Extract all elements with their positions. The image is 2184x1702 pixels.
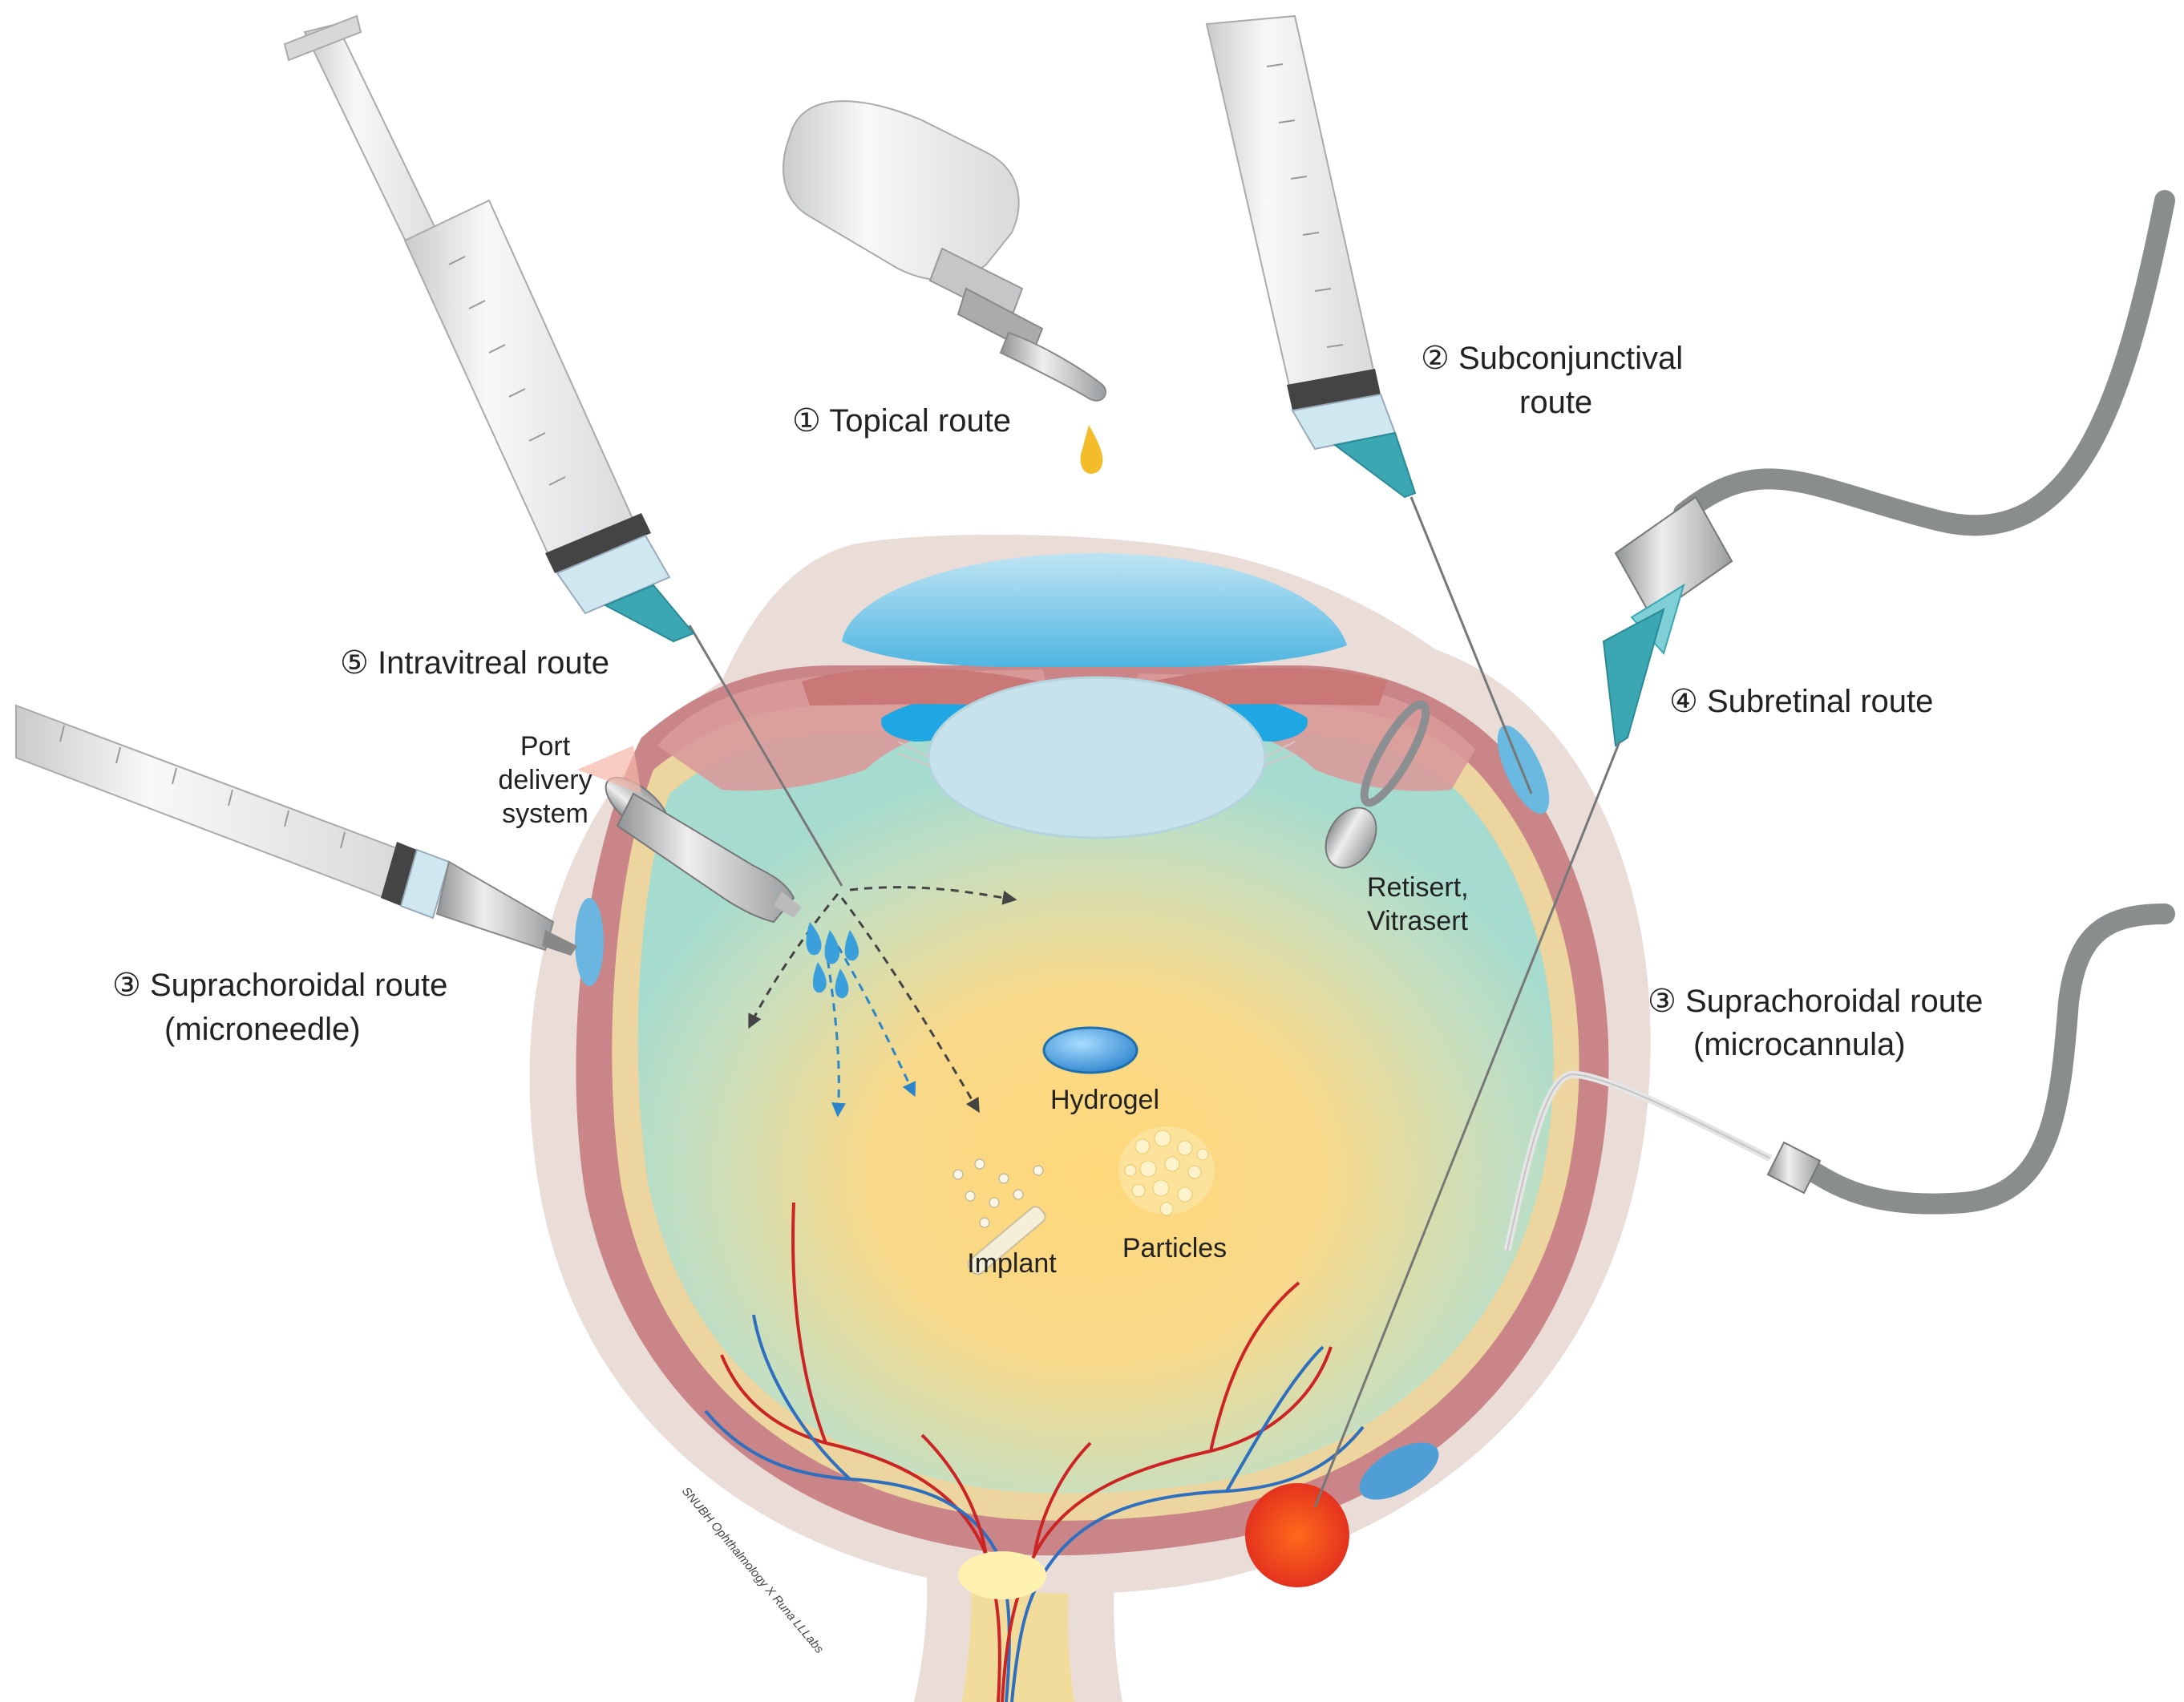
label-subretinal-route: ④ Subretinal route — [1669, 684, 1933, 719]
microneedle-syringe — [15, 704, 577, 956]
macula — [1245, 1483, 1349, 1587]
label-subconjunctival-route-1: ② Subconjunctival — [1421, 341, 1683, 376]
label-suprachoroidal-microcannula-2: (microcannula) — [1693, 1027, 1906, 1062]
label-intravitreal-route: ⑤ Intravitreal route — [340, 645, 609, 681]
eye-drop-bottle — [783, 100, 1106, 402]
label-suprachoroidal-microcannula-1: ③ Suprachoroidal route — [1648, 984, 1983, 1019]
retisert-implant — [1325, 700, 1430, 869]
label-retisert-2: Vitrasert — [1367, 906, 1469, 936]
label-port-delivery-3: system — [502, 798, 588, 829]
particles-cluster — [1118, 1126, 1215, 1216]
intravitreal-syringe — [283, 14, 843, 887]
hydrogel-depot — [1042, 1026, 1139, 1074]
nanoparticles — [952, 1158, 1044, 1228]
diffusion-arrows — [748, 886, 1017, 1118]
label-hydrogel: Hydrogel — [1050, 1085, 1159, 1115]
label-port-delivery-1: Port — [520, 731, 571, 762]
label-particles: Particles — [1122, 1233, 1227, 1263]
drug-droplets — [806, 922, 859, 999]
lens — [927, 676, 1267, 839]
eye-drop — [1080, 425, 1103, 475]
subretinal-cannula — [1313, 190, 2175, 1508]
implant-rod — [967, 1206, 1046, 1275]
retinal-vessels — [704, 1202, 1365, 1702]
label-topical-route: ① Topical route — [792, 403, 1011, 439]
port-delivery-implant — [605, 776, 802, 924]
optic-disc — [958, 1551, 1046, 1599]
cornea — [842, 553, 1347, 667]
label-port-delivery-2: delivery — [498, 765, 592, 795]
subconjunctival-syringe — [1205, 14, 1533, 794]
label-suprachoroidal-microneedle-2: (microneedle) — [164, 1012, 361, 1047]
microcannula — [1503, 904, 2175, 1251]
label-implant: Implant — [967, 1248, 1057, 1279]
label-subconjunctival-route-2: route — [1519, 385, 1592, 420]
vitreous-body — [637, 734, 1554, 1494]
label-suprachoroidal-microneedle-1: ③ Suprachoroidal route — [112, 968, 447, 1003]
label-retisert-1: Retisert, — [1367, 872, 1469, 903]
